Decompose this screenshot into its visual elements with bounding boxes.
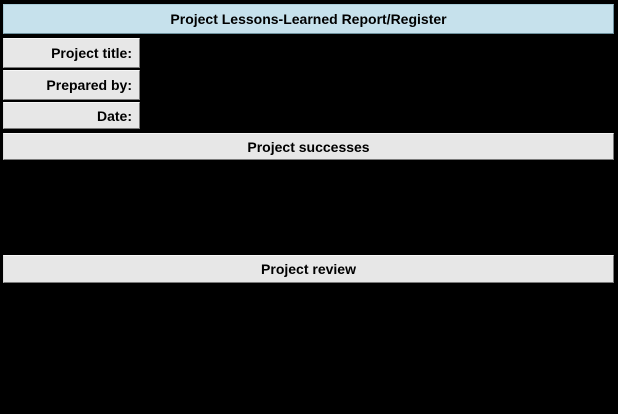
field-label-date: Date: bbox=[3, 102, 140, 129]
report-title: Project Lessons-Learned Report/Register bbox=[170, 11, 447, 27]
field-value-prepared-by[interactable] bbox=[141, 70, 614, 100]
field-value-project-title[interactable] bbox=[141, 38, 614, 68]
section-header-project-successes: Project successes bbox=[3, 133, 614, 160]
section-title-project-successes: Project successes bbox=[247, 138, 370, 155]
field-label-project-title: Project title: bbox=[3, 38, 140, 68]
field-label-prepared-by: Prepared by: bbox=[3, 70, 140, 100]
report-title-bar: Project Lessons-Learned Report/Register bbox=[3, 4, 614, 34]
project-successes-content-area[interactable] bbox=[3, 161, 614, 253]
section-title-project-review: Project review bbox=[261, 261, 356, 277]
project-review-content-area[interactable] bbox=[3, 284, 614, 412]
field-value-date[interactable] bbox=[141, 102, 614, 129]
section-header-project-review: Project review bbox=[3, 255, 614, 283]
